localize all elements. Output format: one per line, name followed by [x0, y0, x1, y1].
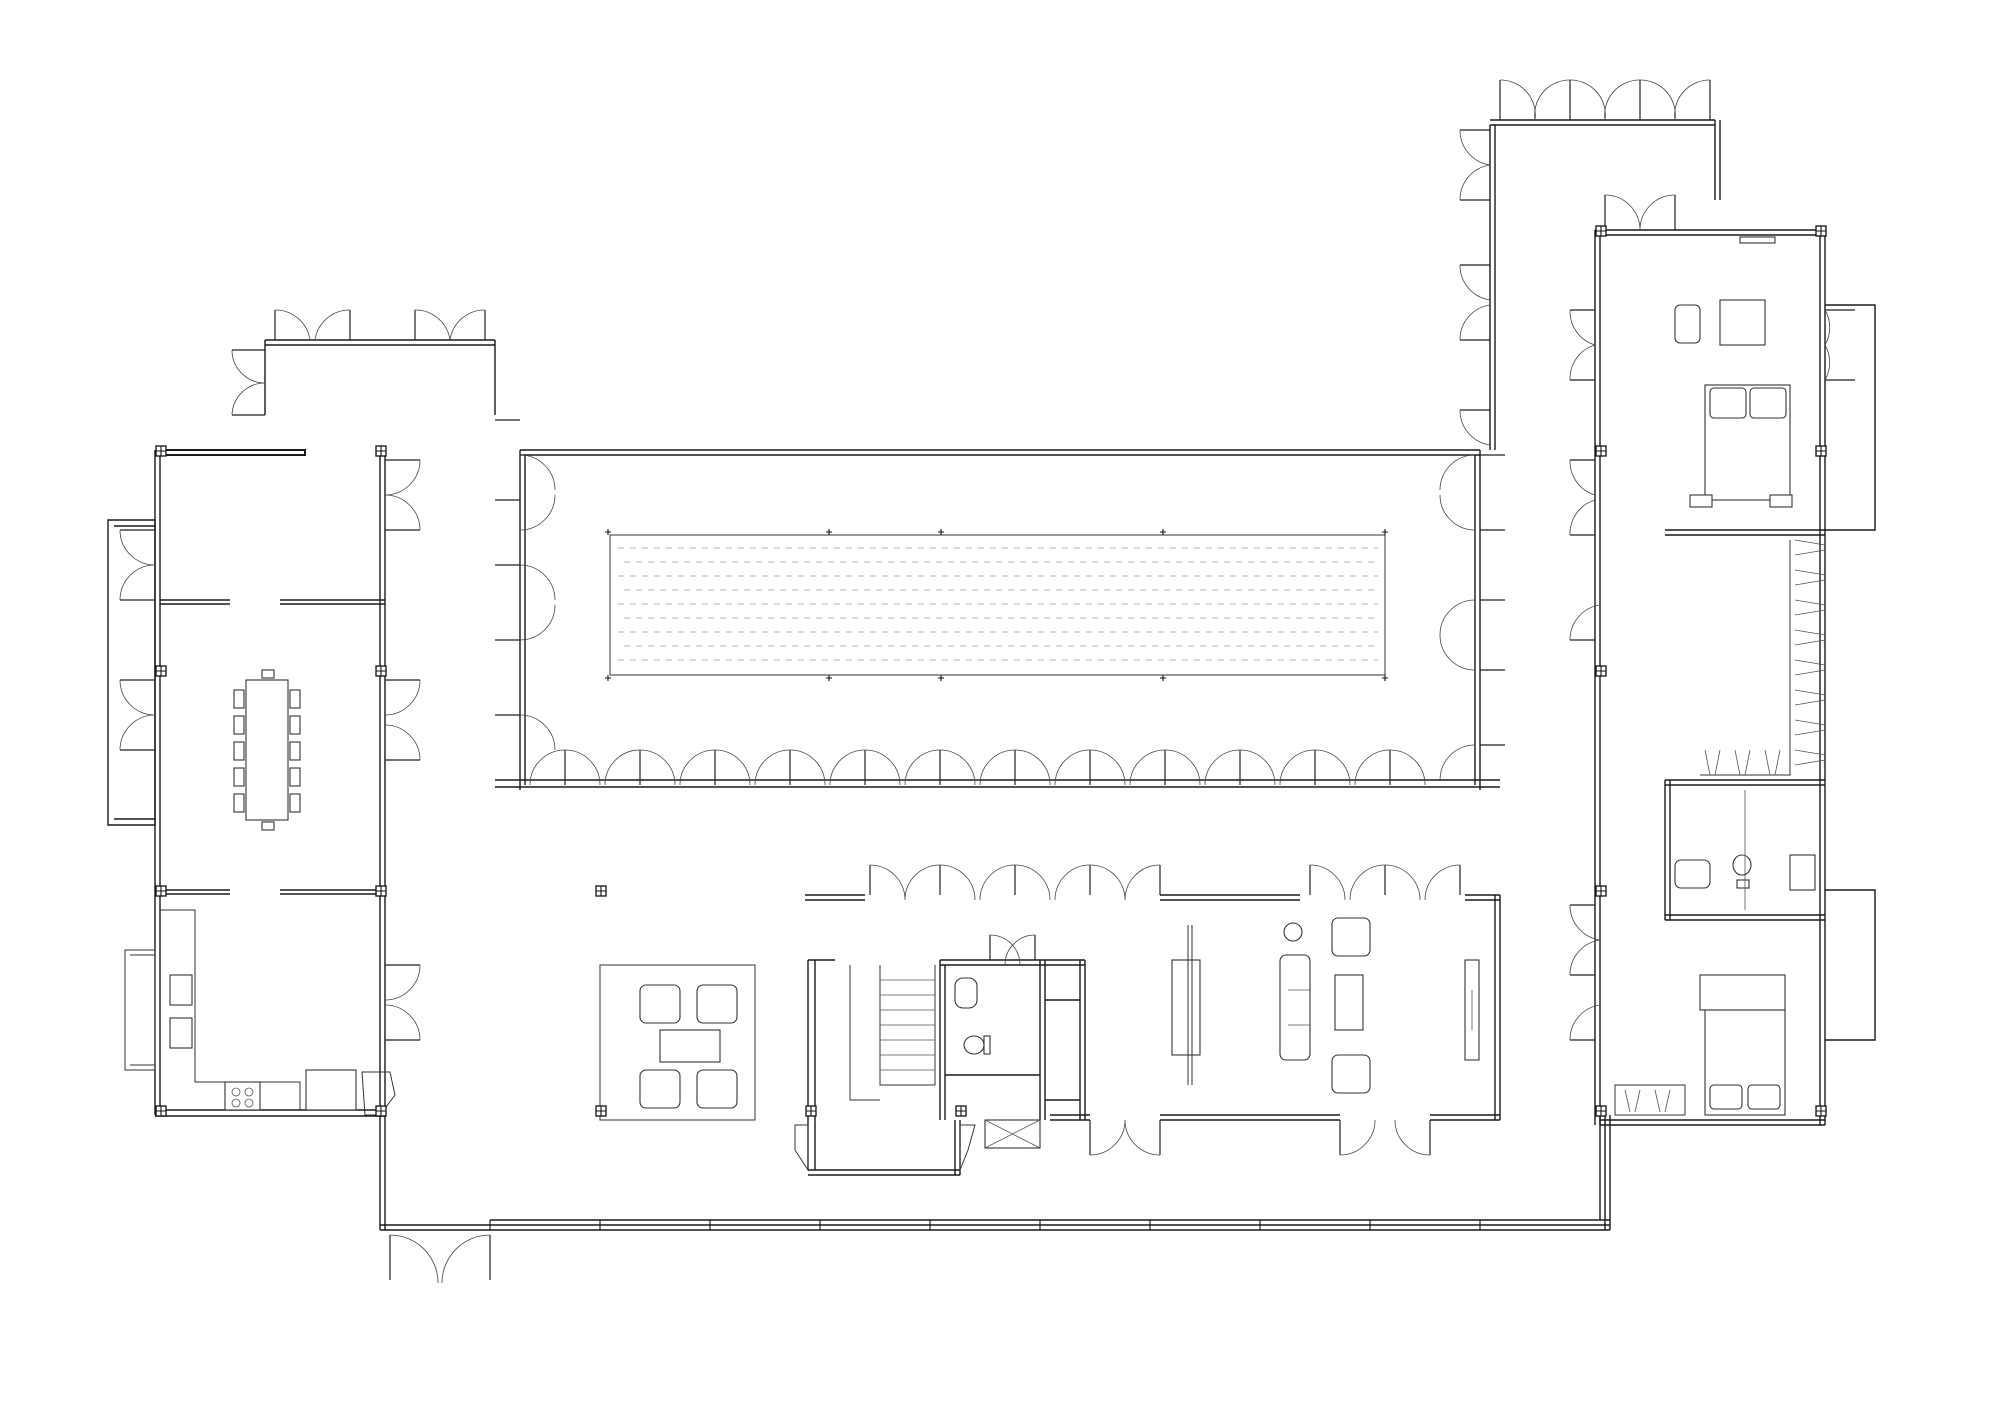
- east-bathroom-fixtures: [1674, 790, 1816, 910]
- dining-north-partition: [160, 599, 385, 605]
- central-block: [794, 864, 1501, 1176]
- west-wing-east-wall: [379, 450, 386, 1115]
- kitchen-counter: [124, 909, 396, 1116]
- armchair: [639, 1069, 681, 1109]
- central-bay-projection: [794, 1124, 976, 1172]
- central-block-north-wall: [805, 894, 1500, 901]
- kitchen-north-partition: [160, 889, 385, 895]
- west-wing-south-wall: [155, 1109, 385, 1117]
- west-bay-window: [107, 519, 156, 826]
- entry-doors[interactable]: [389, 1234, 491, 1284]
- courtyard-outline: [495, 449, 1500, 790]
- pool: [609, 534, 1386, 676]
- west-wing: [107, 309, 496, 1117]
- armchair: [696, 1069, 738, 1109]
- east-wing-north-bay: [1489, 119, 1721, 450]
- armchair: [696, 984, 738, 1024]
- east-wing-doors[interactable]: [1459, 79, 1855, 1041]
- bedroom-2-furniture: [1699, 974, 1786, 1116]
- east-bay-window: [1825, 304, 1876, 1041]
- north-bay-wall: [264, 339, 496, 415]
- west-wing-outer-wall: [159, 449, 306, 456]
- courtyard-side-doors[interactable]: [495, 419, 1505, 781]
- gallery-column-markers: [489, 1220, 1481, 1230]
- east-wing-south-wall: [1600, 1119, 1825, 1126]
- central-bathroom: [939, 959, 1046, 1149]
- pool-water-pattern: [618, 547, 1378, 661]
- west-wing-west-wall: [154, 450, 161, 1115]
- south-gallery: [379, 1115, 1611, 1284]
- courtyard-south-doors[interactable]: [529, 749, 1426, 786]
- central-block-south-wall: [1050, 1114, 1500, 1121]
- bathroom-wall: [1664, 779, 1825, 921]
- dining-table: [233, 669, 301, 831]
- east-wing-north-wall: [1595, 229, 1825, 236]
- closet-hangers: [1614, 539, 1826, 1116]
- staircase: [849, 965, 936, 1101]
- central-block-east-wall: [1494, 895, 1501, 1120]
- bedroom-1-south-wall: [1665, 529, 1825, 536]
- coffee-table: [659, 1029, 721, 1063]
- lounge-rug: [599, 964, 756, 1121]
- east-wing-east-wall: [1819, 230, 1826, 1125]
- west-wing-doors[interactable]: [119, 309, 486, 1041]
- armchair: [639, 984, 681, 1024]
- structural-columns: [155, 225, 1827, 1117]
- central-storage: [1045, 959, 1086, 1120]
- pool-marker-points: [605, 529, 1388, 681]
- central-block-doors[interactable]: [869, 864, 1461, 1156]
- lounge-pavilion: [599, 964, 756, 1121]
- stair-core-wall: [807, 959, 961, 1176]
- east-wing-west-wall: [1594, 230, 1601, 1125]
- east-wing: [1459, 79, 1876, 1126]
- living-room-furniture: [1171, 917, 1480, 1094]
- pool-courtyard: [495, 419, 1505, 790]
- bedroom-1-furniture: [1674, 236, 1793, 508]
- gallery-wall: [379, 1115, 1611, 1231]
